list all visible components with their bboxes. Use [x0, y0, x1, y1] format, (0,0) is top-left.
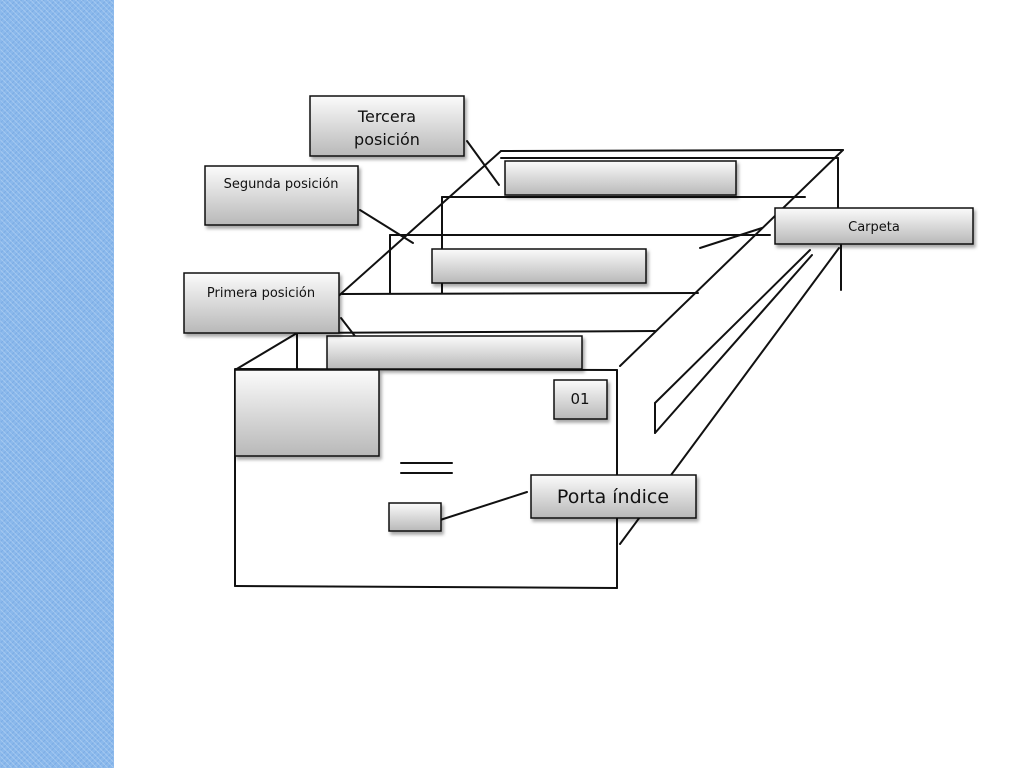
label-tercera-line1: Tercera	[357, 107, 416, 126]
tab-first-position	[326, 335, 583, 370]
label-segunda-posicion: Segunda posición	[204, 165, 359, 226]
label-number-text: 01	[570, 390, 589, 408]
tab-third-position	[504, 160, 737, 196]
label-carpeta: Carpeta	[774, 207, 974, 245]
label-segunda-text: Segunda posición	[224, 177, 339, 192]
tab-second-position	[431, 248, 647, 284]
drawer-outline	[234, 140, 844, 589]
label-porta-text: Porta índice	[557, 486, 669, 508]
label-tercera-line2: posición	[354, 130, 420, 149]
folder-tabs	[234, 160, 737, 532]
decorative-side-band	[0, 0, 114, 768]
label-porta-indice: Porta índice	[530, 474, 697, 519]
label-carpeta-text: Carpeta	[848, 220, 900, 235]
label-number-01: 01	[553, 379, 608, 420]
label-tercera-posicion: Tercera posición	[309, 95, 465, 157]
label-primera-posicion: Primera posición	[183, 272, 340, 334]
index-holder-slot	[388, 502, 442, 532]
drawer-label-plate	[234, 369, 380, 457]
label-primera-text: Primera posición	[207, 286, 315, 301]
